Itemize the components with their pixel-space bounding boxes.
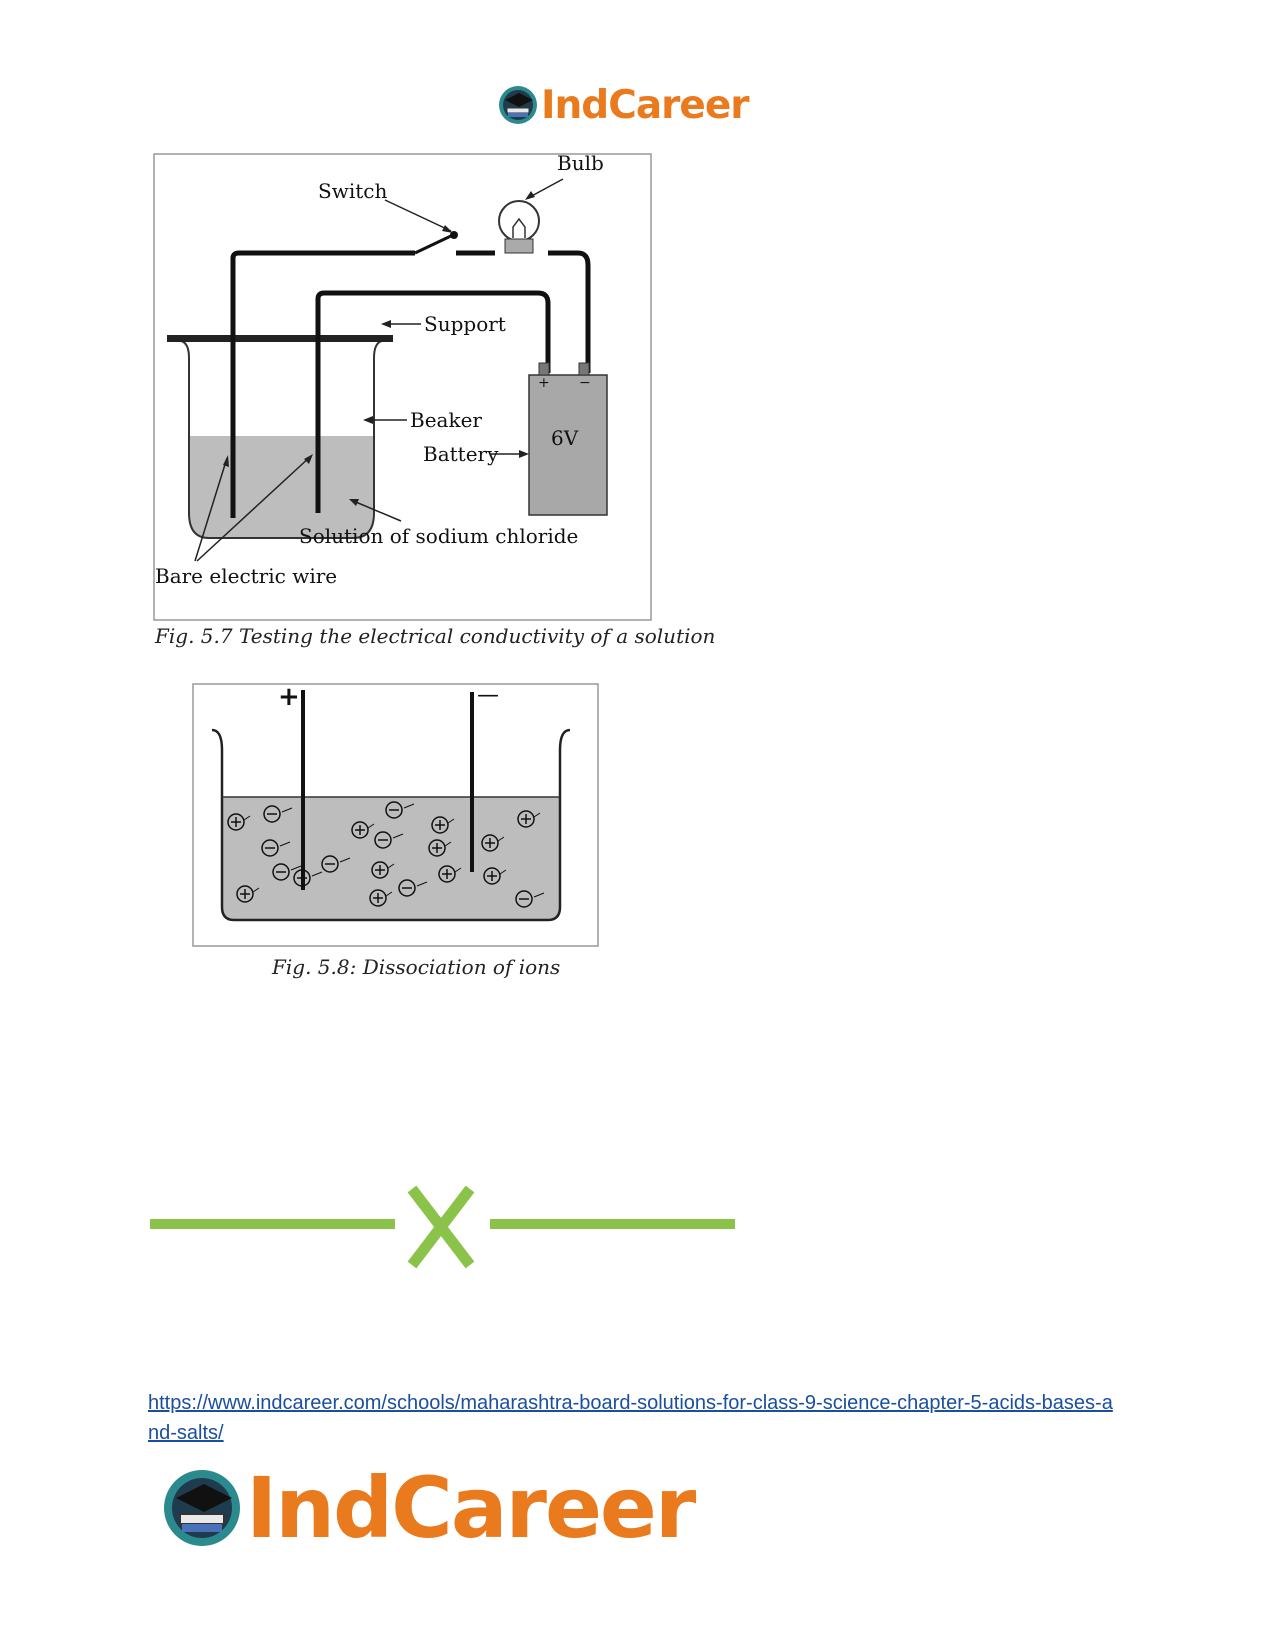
solution-label: Solution of sodium chloride — [299, 524, 578, 548]
support-label: Support — [424, 312, 506, 336]
positive-ion-icon — [227, 813, 245, 831]
graduation-cap-book-icon — [164, 1470, 240, 1546]
header-logo: IndCareer — [497, 80, 749, 130]
switch-label: Switch — [318, 179, 387, 203]
conductivity-figure: Switch Bulb Support Beaker Battery 6V + … — [153, 153, 652, 621]
negative-ion-icon — [374, 831, 392, 849]
battery-label: Battery — [423, 442, 499, 466]
figure-2-caption: Fig. 5.8: Dissociation of ions — [272, 955, 561, 979]
footer-logo: IndCareer — [160, 1459, 696, 1557]
voltage-label: 6V — [551, 426, 579, 450]
positive-ion-icon — [369, 889, 387, 907]
dissociation-figure: + — — [192, 682, 599, 947]
positive-ion-icon — [431, 816, 449, 834]
positive-ion-icon — [236, 885, 254, 903]
positive-ion-icon — [481, 834, 499, 852]
positive-ion-icon — [517, 810, 535, 828]
positive-ion-icon — [428, 839, 446, 857]
negative-ion-icon — [263, 805, 281, 823]
wire-label: Bare electric wire — [155, 564, 337, 588]
battery-plus-label: + — [538, 375, 550, 391]
negative-ion-icon — [272, 863, 290, 881]
negative-ion-icon — [515, 890, 533, 908]
cathode-label: — — [477, 683, 499, 708]
positive-ion-icon — [371, 861, 389, 879]
graduation-cap-book-icon — [499, 86, 537, 124]
anode-label: + — [278, 682, 300, 712]
header-logo-text: IndCareer — [541, 82, 749, 128]
ions-group — [227, 801, 545, 908]
negative-ion-icon — [321, 855, 339, 873]
positive-ion-icon — [351, 821, 369, 839]
source-link[interactable]: https://www.indcareer.com/schools/mahara… — [148, 1392, 1113, 1444]
negative-ion-icon — [385, 801, 403, 819]
figure-1-caption: Fig. 5.7 Testing the electrical conducti… — [155, 624, 716, 648]
negative-ion-icon — [293, 869, 311, 887]
section-divider — [150, 1185, 735, 1269]
positive-ion-icon — [483, 867, 501, 885]
bulb-label: Bulb — [557, 153, 604, 175]
negative-ion-icon — [261, 839, 279, 857]
footer-logo-text: IndCareer — [246, 1459, 696, 1557]
battery-minus-label: − — [579, 375, 591, 391]
beaker-label: Beaker — [410, 408, 482, 432]
negative-ion-icon — [398, 879, 416, 897]
positive-ion-icon — [438, 865, 456, 883]
